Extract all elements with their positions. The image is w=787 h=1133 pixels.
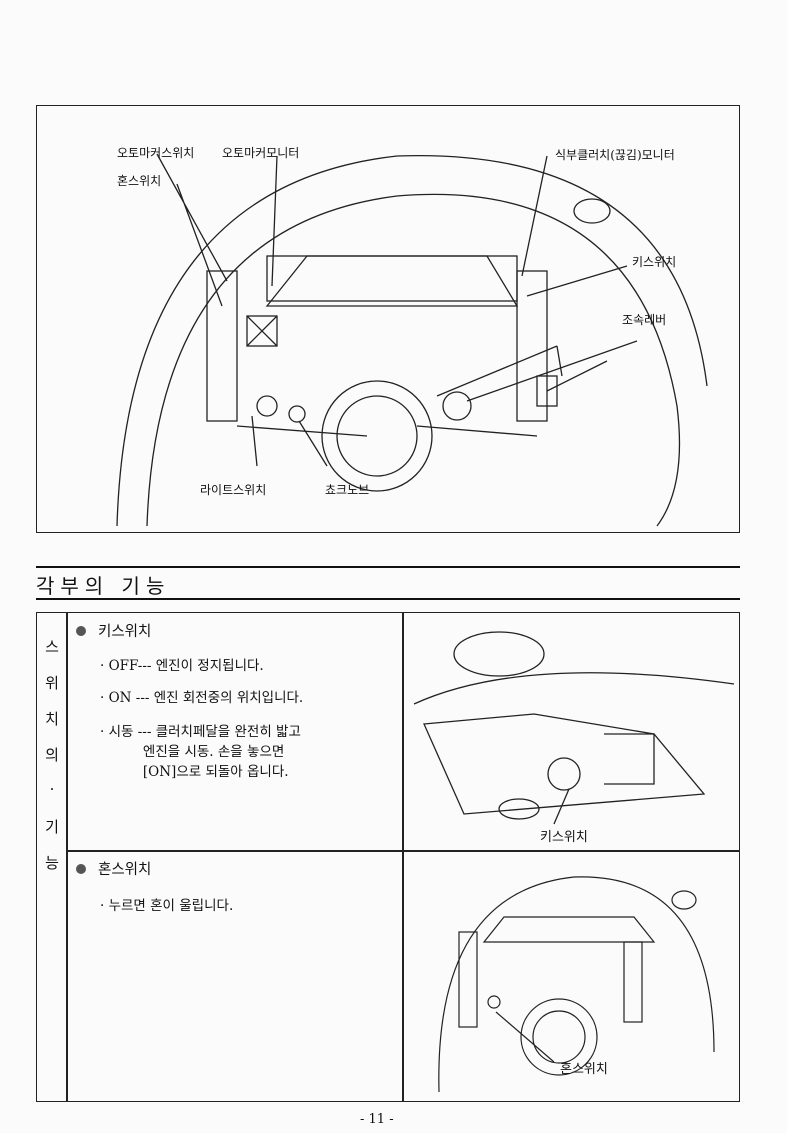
label-automarker-monitor: 오토마커모니터 xyxy=(222,146,300,160)
key-switch-illustration xyxy=(413,631,735,825)
key-switch-title: 키스위치 xyxy=(76,622,151,643)
key-switch-start: · 시동 --- 클러치페달을 완전히 밟고 xyxy=(100,724,301,740)
label-light-switch: 라이트스위치 xyxy=(200,483,267,497)
label-clutch-monitor: 식부클러치(끊김)모니터 xyxy=(555,148,675,162)
horn-switch-title: 혼스위치 xyxy=(76,860,151,881)
key-switch-image-label: 키스위치 xyxy=(540,830,588,845)
label-automarker-switch: 오토마커스위치 xyxy=(117,146,195,160)
dashboard-figure: 오토마커스위치 오토마커모니터 혼스위치 식부클러치(끊김)모니터 키스위치 조… xyxy=(36,105,740,533)
label-horn-switch: 혼스위치 xyxy=(117,174,162,188)
key-switch-on: · ON --- 엔진 회전중의 위치입니다. xyxy=(100,690,304,706)
dashboard-illustration xyxy=(116,153,708,527)
key-switch-start-2: 엔진을 시동. 손을 놓으면 xyxy=(100,744,285,760)
key-switch-off: · OFF--- 엔진이 정지됩니다. xyxy=(100,658,264,674)
bullet-icon xyxy=(76,864,86,874)
key-switch-start-3: [ON]으로 되돌아 옵니다. xyxy=(100,764,289,780)
heading-rule-top xyxy=(36,566,740,568)
bullet-icon xyxy=(76,626,86,636)
section-title: 각부의 기능 xyxy=(36,574,171,598)
page-number: - 11 - xyxy=(360,1112,394,1127)
horn-switch-desc: · 누르면 혼이 울립니다. xyxy=(100,898,234,914)
function-table xyxy=(36,612,740,1102)
horn-switch-image-label: 혼스위치 xyxy=(560,1062,608,1077)
heading-rule-bottom xyxy=(36,598,740,600)
label-choke-knob: 쵸크노브 xyxy=(325,483,370,497)
horn-switch-illustration xyxy=(438,876,715,1093)
label-control-lever: 조속레버 xyxy=(622,313,667,327)
label-key-switch: 키스위치 xyxy=(632,255,677,269)
